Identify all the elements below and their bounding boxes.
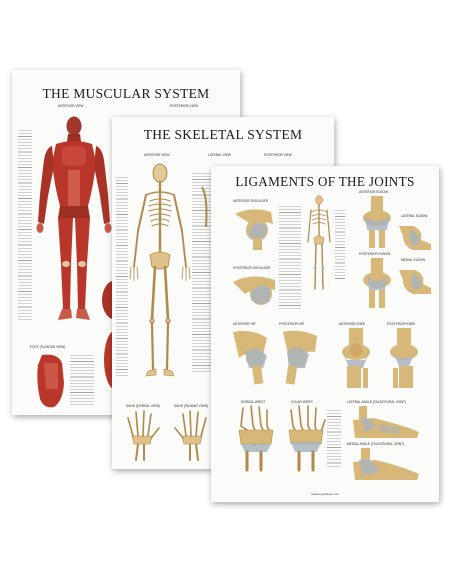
muscular-labels-left (18, 130, 32, 320)
anterior-elbow-illustration (363, 196, 391, 248)
skeletal-labels-left (116, 177, 128, 377)
medial-ankle-illustration (353, 448, 419, 480)
hand-dorsal-label: HAND (DORSAL VIEW) (126, 404, 161, 408)
medial-elbow-label: MEDIAL ELBOW (401, 258, 426, 262)
volar-wrist-illustration (288, 405, 326, 472)
skeletal-anterior-label: ANTERIOR VIEW (144, 153, 170, 157)
skeleton-lateral-partial (201, 186, 208, 228)
skeletal-posterior-label: POSTERIOR VIEW (264, 153, 292, 157)
posterior-hip-illustration (283, 330, 317, 385)
skeleton-figure-illustration (129, 163, 191, 377)
anterior-shoulder-illustration (235, 209, 273, 250)
volar-wrist-label: VOLAR WRIST (291, 400, 313, 404)
posterior-shoulder-label: POSTERIOR SHOULDER (233, 266, 271, 270)
dorsal-wrist-label: DORSAL WRIST (241, 400, 266, 404)
lateral-elbow-illustration (399, 226, 431, 250)
hand-palmar-illustration (174, 410, 207, 461)
dorsal-wrist-illustration (238, 405, 274, 472)
lateral-elbow-label: LATERAL ELBOW (401, 214, 428, 218)
posterior-hip-label: POSTERIOR HIP (279, 322, 304, 326)
anterior-knee-label: ANTERIOR KNEE (339, 322, 366, 326)
foot-labels (70, 355, 94, 405)
posterior-knee-illustration (390, 328, 418, 388)
anterior-elbow-label: ANTERIOR ELBOW (359, 190, 388, 194)
posterior-shoulder-illustration (233, 276, 275, 305)
foot-plantar-label: FOOT (PLANTAR VIEW) (30, 345, 66, 349)
ligaments-footer-url: anatomyposters.com (311, 492, 339, 496)
muscle-figure-illustration (36, 116, 112, 320)
muscular-poster-title: THE MUSCULAR SYSTEM (42, 86, 210, 101)
mini-skeleton-labels (335, 210, 345, 280)
posterior-elbow-illustration (363, 258, 391, 308)
wrist-labels (327, 410, 341, 468)
skeletal-lateral-label: LATERAL VIEW (208, 153, 231, 157)
foot-plantar-illustration (37, 354, 64, 408)
lateral-ankle-label: LATERAL ANKLE (TALOCRURAL JOINT) (347, 400, 407, 404)
mini-skeleton-illustration (307, 195, 331, 290)
anterior-hip-illustration (233, 330, 267, 385)
muscular-posterior-label: POSTERIOR VIEW (170, 104, 198, 108)
ligaments-poster: LIGAMENTS OF THE JOINTS ANTERIOR SHOULDE… (211, 166, 439, 502)
muscular-anterior-label: ANTERIOR VIEW (58, 104, 84, 108)
medial-ankle-label: MEDIAL ANKLE (TALOCRURAL JOINT) (347, 442, 405, 446)
shoulder-labels (279, 206, 301, 311)
anterior-shoulder-label: ANTERIOR SHOULDER (233, 199, 269, 203)
medial-elbow-illustration (399, 270, 431, 294)
posterior-knee-label: POSTERIOR KNEE (387, 322, 416, 326)
hand-dorsal-illustration (127, 410, 160, 461)
anterior-hip-label: ANTERIOR HIP (233, 322, 256, 326)
hand-palmar-label: HAND (PALMAR VIEW) (174, 404, 208, 408)
anterior-knee-illustration (342, 328, 370, 388)
skeletal-poster-title: THE SKELETAL SYSTEM (143, 127, 303, 142)
lateral-ankle-illustration (353, 406, 419, 438)
ligaments-poster-title: LIGAMENTS OF THE JOINTS (235, 174, 415, 189)
posterior-elbow-label: POSTERIOR ELBOW (359, 252, 391, 256)
